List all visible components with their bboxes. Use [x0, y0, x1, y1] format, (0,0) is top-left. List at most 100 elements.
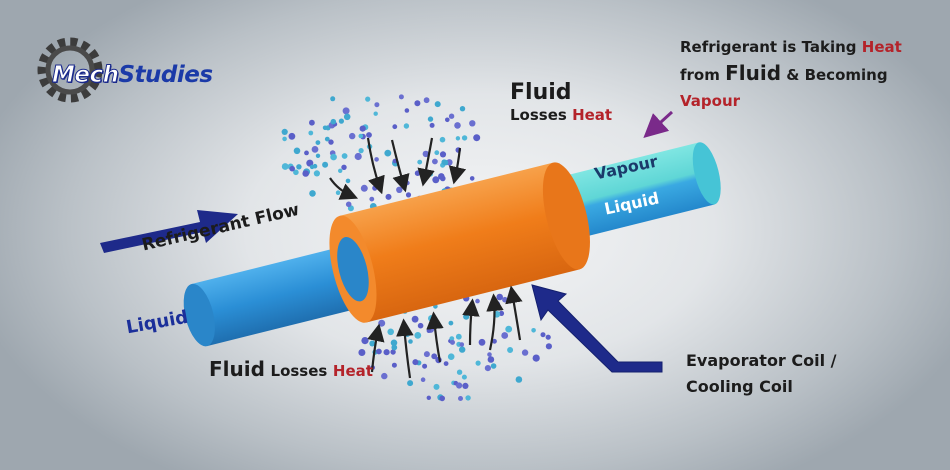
- fluid-particle: [443, 361, 449, 366]
- fluid-particle: [521, 349, 529, 356]
- fluid-particle: [531, 328, 536, 333]
- fluid-particle: [342, 107, 350, 115]
- fluid-particle: [308, 130, 314, 136]
- fluid-particle: [422, 363, 428, 369]
- fluid-particle: [324, 136, 330, 142]
- fluid-particle: [414, 100, 421, 107]
- fluid-particle: [309, 164, 315, 170]
- fluid-particle: [454, 122, 461, 129]
- fluid-particle: [532, 354, 540, 362]
- fluid-particle: [455, 333, 462, 340]
- fluid-particle: [501, 332, 509, 339]
- fluid-particle: [462, 382, 469, 389]
- fluid-particle: [322, 161, 329, 168]
- fluid-particle: [288, 132, 296, 140]
- fluid-particle: [478, 338, 486, 346]
- fluid-particle: [492, 338, 497, 344]
- fluid-particle: [387, 328, 395, 336]
- fluid-particle: [545, 334, 551, 340]
- fluid-particle: [398, 94, 404, 100]
- evaporator-coil-arrow: [531, 284, 663, 373]
- fluid-particle: [463, 313, 470, 320]
- fluid-particle: [335, 190, 341, 195]
- fluid-particle: [412, 359, 419, 366]
- fluid-particle: [302, 170, 310, 177]
- fluid-particle: [515, 376, 523, 383]
- fluid-particle: [475, 298, 480, 304]
- fluid-particle: [358, 133, 364, 139]
- fluid-particle: [374, 157, 379, 162]
- fluid-particle: [315, 153, 321, 158]
- fluid-particle: [330, 153, 337, 161]
- fluid-particle: [427, 116, 434, 122]
- fluid-particle: [411, 315, 419, 323]
- evaporator-coil-label: Evaporator Coil / Cooling Coil: [686, 348, 837, 400]
- fluid-particle: [505, 325, 513, 333]
- fluid-particle: [396, 186, 403, 193]
- fluid-particle: [433, 383, 440, 390]
- fluid-particle: [438, 173, 445, 180]
- fluid-particle: [458, 396, 463, 401]
- fluid-particle: [330, 118, 337, 125]
- fluid-particle: [376, 348, 382, 355]
- fluid-particle: [358, 349, 366, 356]
- bottom-fluid-text: Fluid: [209, 357, 265, 381]
- fluid-particle: [484, 365, 491, 372]
- fluid-particle: [408, 339, 413, 344]
- fluid-particle: [473, 134, 481, 142]
- top-losses-heat-label: Losses Heat: [510, 106, 612, 124]
- fluid-particle: [374, 102, 380, 108]
- bottom-fluid-losses-heat-label: Fluid Losses Heat: [209, 357, 373, 381]
- fluid-particle: [461, 374, 467, 380]
- fluid-particle: [455, 136, 461, 141]
- fluid-particle: [281, 163, 289, 170]
- fluid-particle: [469, 176, 475, 181]
- fluid-particle: [487, 356, 495, 363]
- fluid-particle: [450, 339, 455, 345]
- fluid-particle: [448, 320, 454, 326]
- fluid-particle: [328, 139, 334, 145]
- fluid-particle: [381, 372, 388, 380]
- callout-arrow: [643, 110, 674, 139]
- fluid-particle: [441, 159, 447, 165]
- fluid-particle: [349, 132, 356, 140]
- fluid-particle: [434, 101, 441, 108]
- fluid-particle: [391, 362, 397, 368]
- fluid-particle: [405, 180, 410, 186]
- fluid-particle: [459, 342, 465, 347]
- fluid-particle: [330, 96, 336, 102]
- fluid-particle: [373, 111, 378, 116]
- refrigerant-flow-arrow: [100, 210, 238, 253]
- fluid-particle: [315, 140, 321, 146]
- fluid-particle: [540, 332, 546, 338]
- fluid-particle: [507, 347, 514, 353]
- fluid-particle: [391, 344, 398, 351]
- callout-text: Refrigerant is Taking Heat from Fluid & …: [680, 34, 902, 114]
- callout-line1-a: Refrigerant is Taking: [680, 38, 857, 56]
- bottom-heat-text: Heat: [332, 362, 373, 380]
- top-fluid-label: Fluid: [510, 80, 572, 105]
- fluid-particle: [405, 192, 412, 198]
- fluid-particle: [469, 120, 476, 127]
- fluid-particle: [445, 117, 450, 123]
- heat-arrows-bottom: [367, 285, 523, 379]
- fluid-particle: [487, 352, 492, 357]
- fluid-particle: [407, 380, 414, 387]
- fluid-particle: [390, 339, 398, 347]
- fluid-particle: [448, 113, 455, 119]
- fluid-particle: [431, 353, 438, 360]
- fluid-particle: [383, 349, 390, 356]
- fluid-particle: [432, 158, 438, 165]
- fluid-particle: [404, 108, 410, 113]
- fluid-particle: [414, 170, 421, 176]
- fluid-particle: [354, 152, 362, 161]
- fluid-particle: [296, 164, 302, 170]
- callout-line1-b: Heat: [861, 38, 902, 56]
- fluid-particle: [459, 106, 466, 112]
- fluid-particle: [358, 148, 364, 154]
- fluid-particle: [341, 153, 348, 159]
- fluid-particle: [384, 149, 392, 157]
- callout-line-3: Vapour: [680, 92, 741, 110]
- fluid-particle: [426, 328, 431, 333]
